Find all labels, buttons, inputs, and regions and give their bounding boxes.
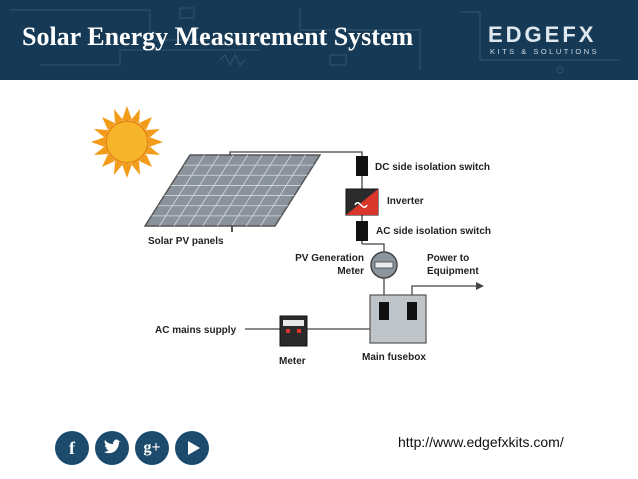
label-meter: Meter bbox=[279, 356, 306, 367]
label-ac-mains: AC mains supply bbox=[155, 325, 237, 336]
main-fusebox bbox=[369, 294, 427, 344]
slide-title: Solar Energy Measurement System bbox=[22, 22, 414, 51]
label-ac-switch: AC side isolation switch bbox=[376, 226, 491, 237]
dc-isolation-switch bbox=[356, 156, 368, 176]
label-solar-panels: Solar PV panels bbox=[148, 236, 224, 247]
meter bbox=[279, 315, 308, 347]
power-arrow-icon bbox=[476, 282, 484, 290]
play-icon[interactable] bbox=[175, 431, 209, 465]
label-power-line1: Power to bbox=[427, 253, 469, 264]
label-dc-switch: DC side isolation switch bbox=[375, 162, 490, 173]
pv-generation-meter bbox=[370, 251, 398, 279]
inverter bbox=[345, 188, 379, 216]
brand-tagline: KITS & SOLUTIONS bbox=[490, 47, 600, 56]
solar-diagram: Solar PV panels DC side isolation switch… bbox=[91, 106, 491, 367]
website-link[interactable]: http://www.edgefxkits.com/ bbox=[398, 434, 564, 450]
sun-icon bbox=[91, 106, 163, 178]
google-plus-icon[interactable]: g+ bbox=[135, 431, 169, 465]
header-banner: Solar Energy Measurement System EDGEFX K… bbox=[0, 0, 638, 80]
ac-isolation-switch bbox=[356, 221, 368, 241]
circuit-background bbox=[10, 7, 620, 74]
label-inverter: Inverter bbox=[387, 196, 424, 207]
brand-logo: EDGEFX KITS & SOLUTIONS bbox=[488, 22, 608, 58]
label-pv-meter-line2: Meter bbox=[337, 266, 364, 277]
brand-name: EDGEFX bbox=[488, 22, 597, 47]
twitter-icon[interactable] bbox=[95, 431, 129, 465]
label-fusebox: Main fusebox bbox=[362, 352, 426, 363]
label-power-line2: Equipment bbox=[427, 266, 479, 277]
facebook-icon[interactable]: f bbox=[55, 431, 89, 465]
solar-panel bbox=[143, 154, 322, 232]
label-pv-meter-line1: PV Generation bbox=[295, 253, 364, 264]
